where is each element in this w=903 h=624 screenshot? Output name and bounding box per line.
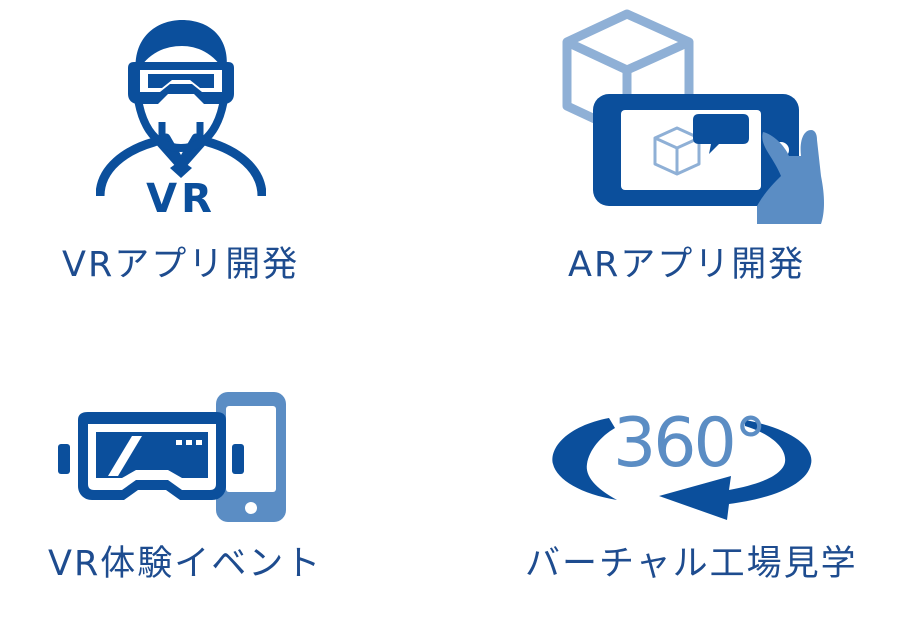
svg-text:VR: VR <box>146 176 216 218</box>
service-vr-experience-event: VR体験イベント <box>0 312 451 624</box>
rotate-360-badge: 360° <box>613 404 765 483</box>
vr-goggles-phone-icon <box>58 392 286 522</box>
vr-person-icon: VR <box>96 20 266 218</box>
service-virtual-factory-tour: 360° バーチャル工場見学 <box>451 312 903 624</box>
service-label: VRアプリ開発 <box>62 245 300 285</box>
service-label: VR体験イベント <box>48 544 323 584</box>
ar-smartphone-icon <box>562 9 824 224</box>
rotate-360-icon: 360° <box>552 404 812 520</box>
service-ar-app-development: ARアプリ開発 <box>451 0 903 312</box>
service-label: ARアプリ開発 <box>568 245 806 285</box>
service-vr-app-development: VR VRアプリ開発 <box>0 0 451 312</box>
service-label: バーチャル工場見学 <box>525 544 858 584</box>
